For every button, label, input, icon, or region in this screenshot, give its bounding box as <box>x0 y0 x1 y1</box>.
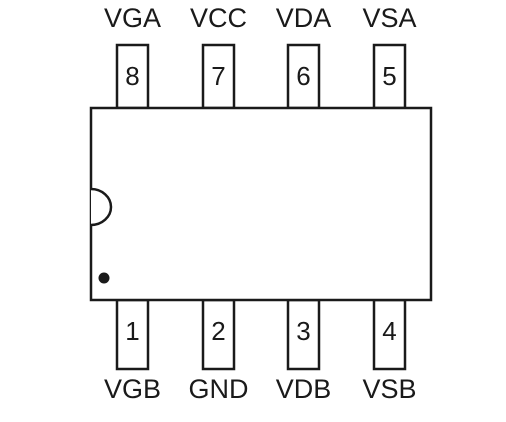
pin-4-lead <box>372 298 407 371</box>
pin-2-lead <box>201 298 236 371</box>
pin-1-name: VGB <box>104 374 161 404</box>
pin-7: 7 VCC <box>190 3 247 110</box>
pin-4-name: VSB <box>362 374 416 404</box>
pin-7-number: 7 <box>211 61 225 91</box>
pin-8-number: 8 <box>125 61 139 91</box>
pin-6: 6 VDA <box>276 3 332 110</box>
pin-7-name: VCC <box>190 3 247 33</box>
pin-6-name: VDA <box>276 3 332 33</box>
pin-5: 5 VSA <box>362 3 417 110</box>
pin-6-number: 6 <box>296 61 310 91</box>
pin-3: 3 VDB <box>276 298 332 404</box>
pin-3-name: VDB <box>276 374 332 404</box>
pin-2-name: GND <box>189 374 249 404</box>
pin-8: 8 VGA <box>104 3 161 110</box>
pin-3-lead <box>286 298 321 371</box>
bottom-pin-row: 1 VGB 2 GND 3 VDB 4 VSB <box>104 298 417 404</box>
pin-1-indicator-dot-icon <box>98 272 110 284</box>
pin-1-number: 1 <box>125 316 139 346</box>
pin-5-number: 5 <box>382 61 396 91</box>
pin-2: 2 GND <box>189 298 249 404</box>
pin-3-number: 3 <box>296 316 310 346</box>
chip-body <box>89 106 433 302</box>
pin-1: 1 VGB <box>104 298 161 404</box>
pin-5-lead <box>372 43 407 110</box>
pin-4-number: 4 <box>382 316 396 346</box>
top-pin-row: 8 VGA 7 VCC 6 VDA 5 VSA <box>104 3 417 110</box>
pin-8-name: VGA <box>104 3 161 33</box>
pin-2-number: 2 <box>211 316 225 346</box>
orientation-notch-icon <box>90 187 113 227</box>
pin-5-name: VSA <box>362 3 416 33</box>
pin-4: 4 VSB <box>362 298 417 404</box>
